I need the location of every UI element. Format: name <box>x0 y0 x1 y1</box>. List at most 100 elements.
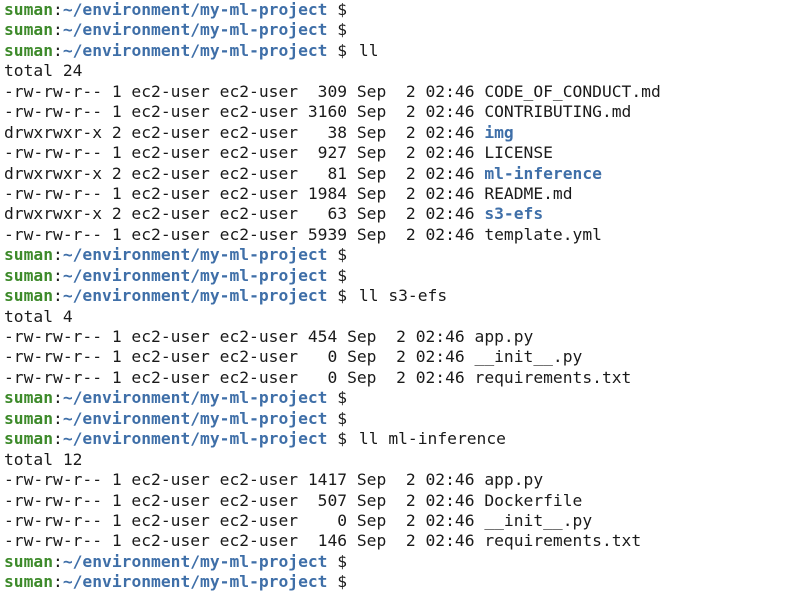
listing-row: -rw-rw-r-- 1 ec2-user ec2-user 0 Sep 2 0… <box>4 368 800 388</box>
listing-row: -rw-rw-r-- 1 ec2-user ec2-user 1984 Sep … <box>4 184 800 204</box>
directory-name: img <box>484 122 514 142</box>
prompt-symbol: $ <box>327 408 348 428</box>
file-name: LICENSE <box>484 143 553 163</box>
prompt-path: ~/environment/my-ml-project <box>62 572 328 592</box>
prompt-symbol: $ <box>327 572 348 592</box>
output-total-line: total 4 <box>4 307 800 327</box>
output-text: total 4 <box>4 306 73 326</box>
file-name: requirements.txt <box>474 367 632 387</box>
prompt-path: ~/environment/my-ml-project <box>62 429 328 449</box>
prompt-user: suman <box>4 286 54 306</box>
prompt-user: suman <box>4 0 54 19</box>
file-metadata: -rw-rw-r-- 1 ec2-user ec2-user 454 Sep 2… <box>4 327 475 346</box>
prompt-symbol: $ <box>327 20 348 40</box>
listing-row: drwxrwxr-x 2 ec2-user ec2-user 63 Sep 2 … <box>4 204 800 224</box>
prompt-user: suman <box>4 572 54 592</box>
listing-row: drwxrwxr-x 2 ec2-user ec2-user 38 Sep 2 … <box>4 123 800 143</box>
prompt-colon: : <box>53 286 63 306</box>
prompt-path: ~/environment/my-ml-project <box>62 40 328 60</box>
file-metadata: -rw-rw-r-- 1 ec2-user ec2-user 927 Sep 2… <box>4 143 485 163</box>
file-name: __init__.py <box>484 510 593 530</box>
prompt-user: suman <box>4 408 54 428</box>
prompt-symbol: $ <box>327 245 348 265</box>
listing-row: -rw-rw-r-- 1 ec2-user ec2-user 146 Sep 2… <box>4 531 800 551</box>
prompt-line: suman:~/environment/my-ml-project $ <box>4 388 800 408</box>
prompt-user: suman <box>4 265 54 285</box>
listing-row: -rw-rw-r-- 1 ec2-user ec2-user 927 Sep 2… <box>4 143 800 163</box>
prompt-colon: : <box>53 265 63 285</box>
prompt-line: suman:~/environment/my-ml-project $ <box>4 20 800 40</box>
file-metadata: drwxrwxr-x 2 ec2-user ec2-user 38 Sep 2 … <box>4 122 485 142</box>
prompt-colon: : <box>53 572 63 592</box>
prompt-path: ~/environment/my-ml-project <box>62 20 328 40</box>
prompt-colon: : <box>53 245 63 265</box>
file-metadata: -rw-rw-r-- 1 ec2-user ec2-user 1417 Sep … <box>4 470 485 490</box>
prompt-line: suman:~/environment/my-ml-project $ <box>4 266 800 286</box>
prompt-symbol: $ <box>327 40 348 60</box>
prompt-user: suman <box>4 388 54 408</box>
listing-row: -rw-rw-r-- 1 ec2-user ec2-user 507 Sep 2… <box>4 491 800 511</box>
directory-name: ml-inference <box>484 163 602 183</box>
prompt-line: suman:~/environment/my-ml-project $ <box>4 0 800 20</box>
prompt-symbol: $ <box>327 388 348 408</box>
output-total-line: total 12 <box>4 450 800 470</box>
listing-row: -rw-rw-r-- 1 ec2-user ec2-user 1417 Sep … <box>4 470 800 490</box>
prompt-line: suman:~/environment/my-ml-project $ <box>4 552 800 572</box>
file-name: template.yml <box>484 224 602 244</box>
file-name: CODE_OF_CONDUCT.md <box>484 81 661 101</box>
command-text: ll ml-inference <box>358 429 506 449</box>
prompt-line: suman:~/environment/my-ml-project $ ll <box>4 34 800 69</box>
file-metadata: -rw-rw-r-- 1 ec2-user ec2-user 0 Sep 2 0… <box>4 367 475 387</box>
file-name: requirements.txt <box>484 531 642 551</box>
highlighted-command: ll <box>352 34 386 69</box>
file-metadata: -rw-rw-r-- 1 ec2-user ec2-user 5939 Sep … <box>4 224 485 244</box>
listing-row: -rw-rw-r-- 1 ec2-user ec2-user 309 Sep 2… <box>4 82 800 102</box>
prompt-path: ~/environment/my-ml-project <box>62 245 328 265</box>
prompt-line: suman:~/environment/my-ml-project $ <box>4 572 800 592</box>
directory-name: s3-efs <box>484 204 544 224</box>
command-text: ll s3-efs <box>358 286 448 306</box>
listing-row: -rw-rw-r-- 1 ec2-user ec2-user 454 Sep 2… <box>4 327 800 347</box>
output-total-line: total 24 <box>4 61 800 81</box>
file-metadata: -rw-rw-r-- 1 ec2-user ec2-user 1984 Sep … <box>4 183 485 203</box>
file-metadata: -rw-rw-r-- 1 ec2-user ec2-user 3160 Sep … <box>4 102 485 122</box>
file-name: app.py <box>484 470 544 490</box>
prompt-colon: : <box>53 0 63 19</box>
prompt-line: suman:~/environment/my-ml-project $ ll s… <box>4 279 800 315</box>
file-metadata: -rw-rw-r-- 1 ec2-user ec2-user 146 Sep 2… <box>4 531 485 551</box>
file-metadata: -rw-rw-r-- 1 ec2-user ec2-user 309 Sep 2… <box>4 81 485 101</box>
highlighted-command: ll s3-efs <box>351 279 455 315</box>
prompt-user: suman <box>4 551 54 571</box>
prompt-line: suman:~/environment/my-ml-project $ <box>4 409 800 429</box>
output-text: total 12 <box>4 449 83 469</box>
command-text: ll <box>358 40 379 60</box>
file-name: app.py <box>474 327 534 346</box>
prompt-symbol: $ <box>327 429 348 449</box>
file-name: README.md <box>484 183 573 203</box>
prompt-symbol: $ <box>327 551 348 571</box>
file-metadata: drwxrwxr-x 2 ec2-user ec2-user 63 Sep 2 … <box>4 204 485 224</box>
prompt-colon: : <box>53 388 63 408</box>
prompt-colon: : <box>53 20 63 40</box>
prompt-user: suman <box>4 20 54 40</box>
file-metadata: -rw-rw-r-- 1 ec2-user ec2-user 507 Sep 2… <box>4 490 485 510</box>
prompt-path: ~/environment/my-ml-project <box>62 388 328 408</box>
prompt-colon: : <box>53 429 63 449</box>
prompt-line: suman:~/environment/my-ml-project $ ll m… <box>4 423 800 458</box>
listing-row: -rw-rw-r-- 1 ec2-user ec2-user 5939 Sep … <box>4 225 800 245</box>
prompt-colon: : <box>53 408 63 428</box>
file-metadata: -rw-rw-r-- 1 ec2-user ec2-user 0 Sep 2 0… <box>4 347 475 367</box>
prompt-path: ~/environment/my-ml-project <box>62 265 328 285</box>
file-name: Dockerfile <box>484 490 583 510</box>
terminal-output[interactable]: suman:~/environment/my-ml-project $suman… <box>4 0 800 592</box>
prompt-user: suman <box>4 245 54 265</box>
file-name: CONTRIBUTING.md <box>484 102 632 122</box>
output-text: total 24 <box>4 61 83 81</box>
prompt-symbol: $ <box>327 286 348 306</box>
listing-row: -rw-rw-r-- 1 ec2-user ec2-user 0 Sep 2 0… <box>4 511 800 531</box>
file-name: __init__.py <box>474 347 583 367</box>
prompt-symbol: $ <box>327 0 348 19</box>
prompt-path: ~/environment/my-ml-project <box>62 551 328 571</box>
prompt-colon: : <box>53 40 63 60</box>
prompt-line: suman:~/environment/my-ml-project $ <box>4 245 800 265</box>
